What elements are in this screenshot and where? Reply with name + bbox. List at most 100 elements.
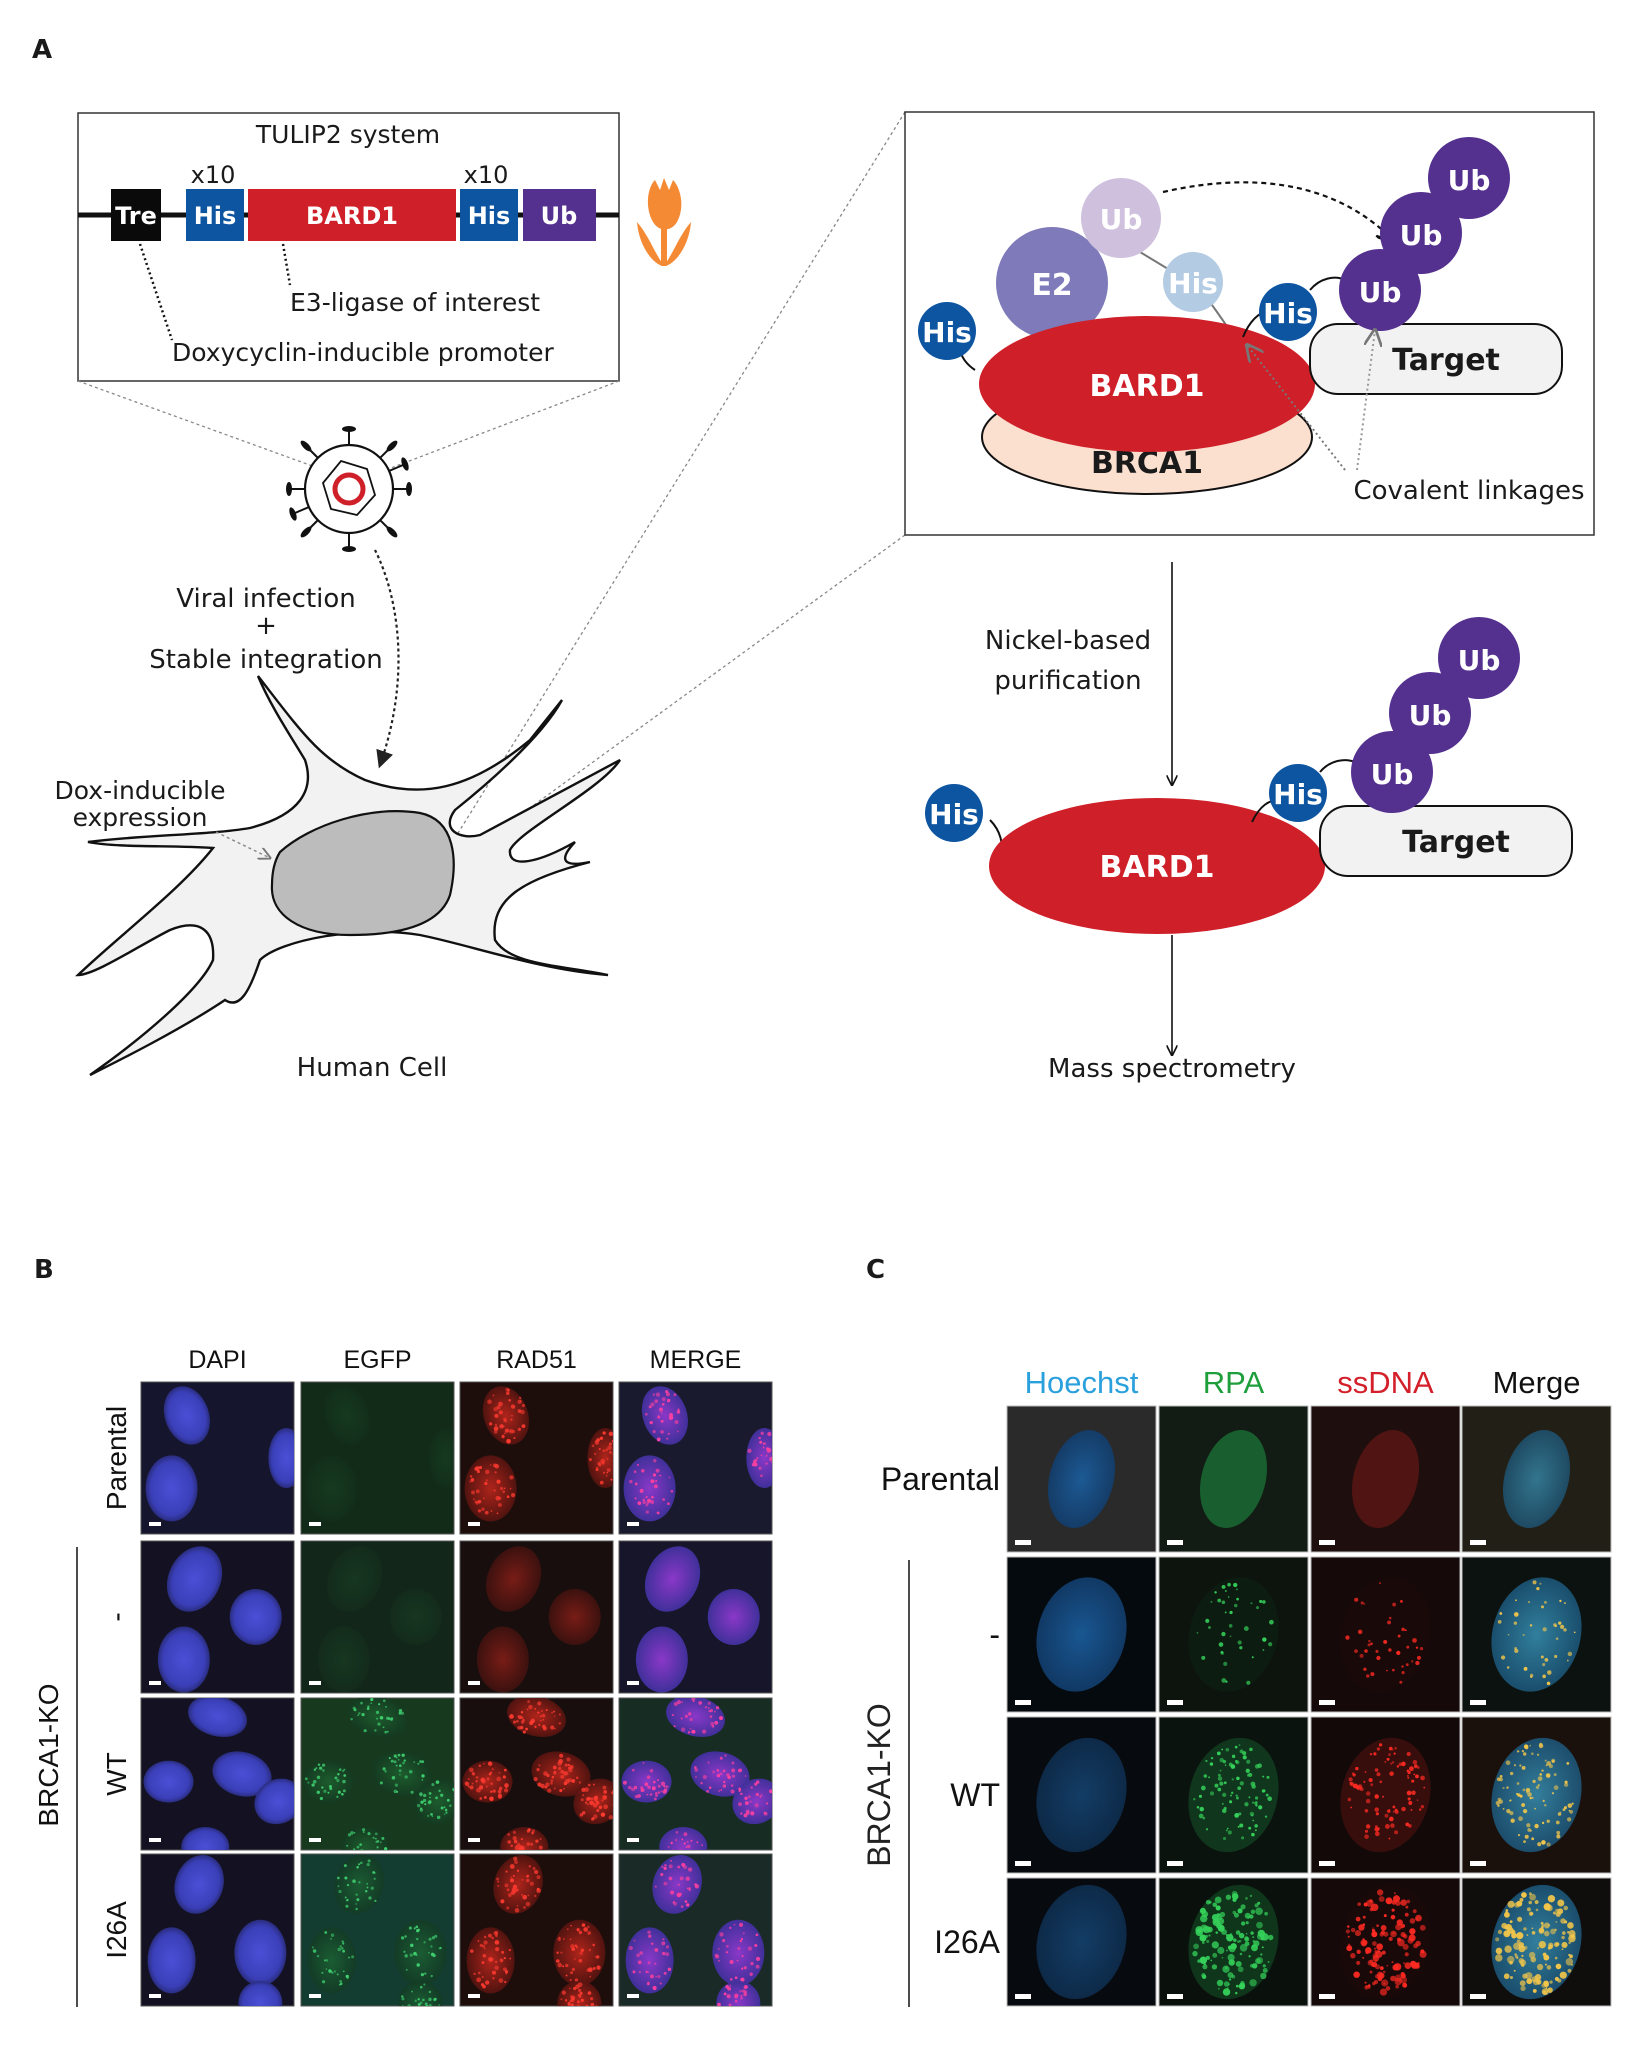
micrograph-b-merge [618,1697,773,1851]
scale-bar [1319,1700,1335,1705]
micrograph-b-merge [618,1540,773,1694]
his-left-repeat: x10 [191,161,236,189]
scale-bar [1319,1994,1335,1999]
svg-text:His: His [1168,267,1218,300]
micrograph-b-dapi [140,1853,295,2007]
svg-text:Ub: Ub [1409,699,1452,732]
his-right-repeat: x10 [464,161,509,189]
virus-icon [286,426,412,552]
purified-ub-2 [1389,672,1471,754]
svg-text:His: His [929,798,979,831]
micrograph-b-egfp [300,1697,455,1851]
his-tag-target [1259,283,1317,341]
scale-bar [149,1838,161,1842]
annotation-promoter: Doxycyclin-inducible promoter [172,338,554,367]
svg-text:Ub: Ub [1100,203,1143,236]
his-left-block: His [186,189,244,241]
scale-bar [1015,1994,1031,1999]
micrograph-c-rpa [1158,1877,1309,2007]
micrograph-b-dapi [140,1697,295,1851]
svg-text:Ub: Ub [1448,164,1491,197]
annotation-e3-ligase: E3-ligase of interest [290,288,540,317]
purified-bard1 [989,798,1325,934]
panel-c-row-label: I26A [934,1924,1000,1960]
svg-text:Ub: Ub [1400,219,1443,252]
purified-his-left [925,784,983,842]
cell-nucleus [270,810,455,937]
micrograph-c-rpa [1158,1405,1309,1553]
svg-text:Tre: Tre [115,202,157,230]
purified-complex: BARD1 His Target His Ub Ub Ub [925,617,1573,934]
svg-text:His: His [1273,778,1323,811]
micrograph-b-merge [618,1381,773,1535]
panel-c-group-label: BRCA1-KO [861,1703,897,1867]
micrograph-c-ssdna [1310,1556,1461,1713]
purified-ub-3 [1351,731,1433,813]
stable-integration-label: Stable integration [149,645,382,675]
mass-spec-label: Mass spectrometry [1048,1054,1296,1084]
svg-text:BARD1: BARD1 [306,202,398,230]
panel-c-column-header: Hoechst [1025,1365,1139,1400]
viral-infection-arrow [374,549,400,769]
construct-title: TULIP2 system [255,120,440,149]
scale-bar [468,1681,480,1685]
micrograph-c-hoechst [1006,1877,1157,2007]
scale-bar [468,1994,480,1998]
panel-b-column-header: RAD51 [496,1346,577,1374]
panel-c-row-label: Parental [881,1461,1000,1497]
panel-c-column-header: ssDNA [1337,1365,1434,1400]
micrograph-c-hoechst [1006,1716,1157,1874]
covalent-linkages-label: Covalent linkages [1353,476,1584,506]
panel-b-column-header: EGFP [343,1346,411,1374]
e2-enzyme [996,227,1108,339]
his-right-block: His [460,189,518,241]
ub-transfer [1081,178,1161,258]
ub-chain-3 [1339,249,1421,331]
svg-text:Ub: Ub [541,202,578,230]
svg-text:His: His [1263,297,1313,330]
scale-bar [627,1681,639,1685]
micrograph-b-rad51 [459,1540,614,1694]
micrograph-b-rad51 [459,1697,614,1851]
bard1-protein [979,316,1315,452]
tulip-icon [637,178,691,266]
tulip2-construct-box: TULIP2 system Tre x10 His BARD1 x10 His … [77,112,620,382]
dox-inducible-label: Dox-inducible [55,776,226,805]
svg-text:His: His [468,202,511,230]
scale-bar [149,1522,161,1526]
micrograph-b-merge [618,1853,773,2007]
his-tag-left [918,302,976,360]
scale-bar [1015,1700,1031,1705]
scale-bar [149,1994,161,1998]
micrograph-c-ssdna [1310,1716,1461,1874]
scale-bar [1470,1861,1486,1866]
scale-bar [149,1681,161,1685]
panel-b-column-header: MERGE [650,1346,742,1374]
panel-b-row-label: I26A [101,1901,132,1959]
svg-text:Target: Target [1392,343,1500,378]
micrograph-c-hoechst [1006,1405,1157,1553]
micrograph-b-egfp [300,1853,455,2007]
micrograph-b-egfp [300,1381,455,1535]
cell-label: Human Cell [297,1053,448,1083]
panel-b-column-header: DAPI [188,1346,246,1374]
panel-b-row-label: - [101,1612,132,1621]
micrograph-c-hoechst [1006,1556,1157,1713]
svg-text:Ub: Ub [1458,644,1501,677]
scale-bar [1470,1540,1486,1545]
svg-text:BARD1: BARD1 [1090,369,1205,404]
scale-bar [309,1681,321,1685]
purification-label: purification [994,666,1141,696]
scale-bar [1167,1540,1183,1545]
scale-bar [627,1838,639,1842]
scale-bar [1015,1861,1031,1866]
panel-label-b: B [34,1255,54,1285]
his-transfer [1163,252,1223,312]
micrograph-b-rad51 [459,1853,614,2007]
scale-bar [1319,1540,1335,1545]
micrograph-c-merge [1461,1405,1612,1553]
purified-target [1319,805,1573,877]
micrograph-c-rpa [1158,1716,1309,1874]
